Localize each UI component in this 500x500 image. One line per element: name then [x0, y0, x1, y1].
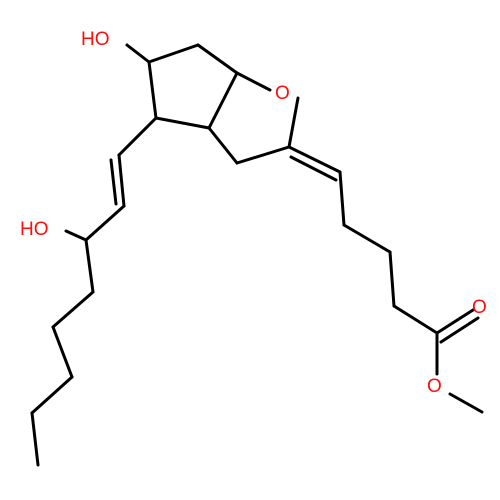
bond-chain-1	[338, 170, 346, 227]
bond-pentyl-2	[51, 290, 95, 329]
bond-c5-c1	[147, 60, 158, 120]
bond-chain-4	[392, 304, 439, 335]
bond-vinyl-chiral-carbon	[84, 204, 126, 242]
carbonyl-oxygen-label: O	[472, 297, 487, 318]
bond-ring-oxygen-c6	[287, 96, 300, 149]
bond-c3-c4	[207, 71, 239, 130]
bond-ester-oxygen-methyl	[448, 392, 484, 414]
bond-pentyl-4	[30, 375, 74, 415]
bond-c5-vinyl	[117, 116, 158, 157]
atom-labels: HO O HO O O	[20, 29, 487, 397]
bond-exocyclic-double-b	[289, 155, 338, 182]
bond-c6-c7	[235, 145, 291, 165]
bond-c1-ring-hydroxyl	[125, 43, 151, 64]
bond-c1-c2	[147, 43, 200, 64]
bond-pentyl-5	[30, 411, 40, 467]
ring-oxygen-label: O	[275, 83, 290, 104]
bond-c2-c3	[196, 43, 239, 75]
ring-hydroxyl-label: HO	[81, 29, 110, 50]
ester-oxygen-label: O	[427, 376, 442, 397]
bond-chain-2	[342, 223, 392, 254]
bond-chain-3	[388, 250, 396, 308]
bond-vinyl-double-a	[117, 153, 126, 208]
bond-carbonyl-double-b	[439, 316, 480, 344]
bond-exocyclic-double-a	[287, 145, 342, 174]
bond-pentyl-3	[51, 325, 74, 379]
side-chain-hydroxyl-label: HO	[20, 219, 49, 240]
bond-carbonyl-double-a	[435, 308, 475, 335]
bonds	[30, 43, 484, 467]
bond-vinyl-double-b	[109, 158, 118, 206]
bond-c3-ring-oxygen	[235, 71, 272, 92]
bond-c7-c4	[207, 126, 239, 165]
bond-c4-c5	[154, 116, 211, 130]
bond-chiral-carbon-hydroxyl	[64, 229, 88, 242]
bond-pentyl-1	[84, 238, 95, 294]
